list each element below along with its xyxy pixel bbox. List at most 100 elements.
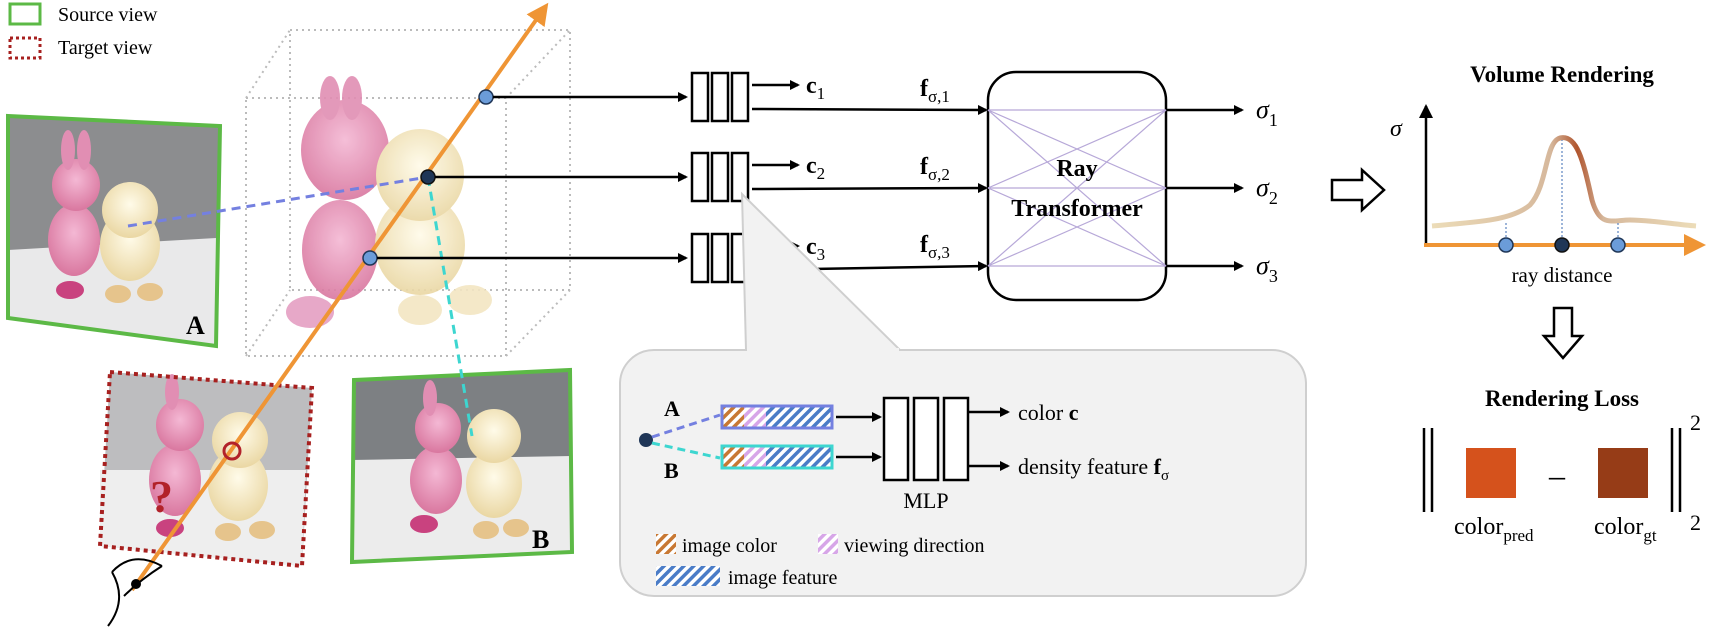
rendering-sample-1 xyxy=(1498,237,1514,253)
source-view-a-label: A xyxy=(186,311,205,340)
source-view-b-frame xyxy=(349,367,575,565)
ground-truth-color-swatch xyxy=(1598,448,1648,498)
density-feature-label-2: fσ,2 xyxy=(920,154,950,184)
feature-block-3-cell-2 xyxy=(710,232,730,284)
camera-ray xyxy=(130,2,549,592)
token-b-feature-part xyxy=(766,446,832,468)
density-feature-label-1: fσ,1 xyxy=(920,76,950,106)
sigma-output-label-3: σ3 xyxy=(1256,251,1278,286)
feature-block-2-cell-1 xyxy=(690,151,710,203)
mlp-detail-callout: A B MLP color c density feature fσ xyxy=(619,191,1307,597)
token-a-direction-part xyxy=(744,406,766,428)
color-output-label-3: c3 xyxy=(806,234,825,264)
projection-line-b xyxy=(426,176,474,437)
target-view-query-mark: ? xyxy=(150,471,173,522)
source-view-b: B xyxy=(349,367,575,565)
mlp-color-output: color c xyxy=(1018,400,1079,425)
density-curve xyxy=(1431,135,1697,229)
sample-point-2 xyxy=(420,169,436,185)
feature-row-1: c1 fσ,1 xyxy=(690,71,988,123)
volume-rendering-title: Volume Rendering xyxy=(1470,62,1654,87)
target-view: ? xyxy=(97,369,315,569)
rendering-loss-title: Rendering Loss xyxy=(1485,386,1639,411)
detail-link-b xyxy=(651,441,721,460)
source-view-legend-label: Source view xyxy=(58,4,158,26)
source-view-b-toys xyxy=(410,380,529,539)
loss-minus-sign: – xyxy=(1548,457,1566,493)
token-a-color-part xyxy=(722,406,744,428)
density-feature-arrow-1 xyxy=(751,104,988,115)
ray-transformer-label-line1: Ray xyxy=(1056,156,1097,182)
color-output-label-2: c2 xyxy=(806,153,825,183)
mlp-block xyxy=(882,396,970,482)
token-b-border xyxy=(720,444,834,470)
target-view-swatch xyxy=(8,36,42,60)
to-volume-rendering-arrow xyxy=(1330,167,1386,213)
target-pixel-marker xyxy=(222,441,242,461)
feature-block-1-cell-1 xyxy=(690,71,710,123)
token-legend: image color viewing direction image feat… xyxy=(656,534,985,589)
projection-line-a xyxy=(127,175,429,228)
detail-sample-point xyxy=(639,433,653,447)
feature-block-2-cell-3 xyxy=(730,151,750,203)
detail-input-b-label: B xyxy=(664,458,679,483)
token-b xyxy=(720,444,834,470)
feature-block-3-cell-1 xyxy=(690,232,710,284)
sigma-output-label-2: σ2 xyxy=(1256,173,1278,208)
feature-block-1-cell-3 xyxy=(730,71,750,123)
rendering-loss-panel: Rendering Loss – 2 2 colorpred colorgt xyxy=(1422,386,1701,545)
source-view-a-toys xyxy=(48,130,163,303)
volume-rendering-panel: Volume Rendering σ ray distance xyxy=(1390,62,1706,287)
source-view-a-frame xyxy=(6,113,223,349)
volume-rendering-x-axis-label: ray distance xyxy=(1512,263,1613,287)
rendering-sample-3 xyxy=(1610,237,1626,253)
legend-image-feature-label: image feature xyxy=(728,567,837,589)
loss-exponent: 2 xyxy=(1690,410,1701,435)
source-view-a: A xyxy=(6,113,223,349)
density-feature-label-3: fσ,3 xyxy=(920,232,950,262)
camera-eye-icon xyxy=(107,558,163,627)
feature-block-1-cell-2 xyxy=(710,71,730,123)
detail-link-a xyxy=(651,413,721,439)
target-view-legend-label: Target view xyxy=(58,37,153,59)
density-feature-arrow-2 xyxy=(751,183,988,194)
token-b-color-part xyxy=(722,446,744,468)
sample-point-1 xyxy=(478,89,494,105)
predicted-color-label: colorpred xyxy=(1454,514,1534,545)
legend-image-color-label: image color xyxy=(682,535,777,557)
feature-row-3: c3 fσ,3 xyxy=(690,232,988,284)
loss-norm-subscript: 2 xyxy=(1690,510,1701,535)
rendering-sample-2 xyxy=(1554,237,1570,253)
legend-image-feature-swatch xyxy=(656,566,720,586)
mlp-density-output: density feature fσ xyxy=(1018,454,1169,484)
color-output-label-1: c1 xyxy=(806,73,825,103)
to-rendering-loss-arrow xyxy=(1541,306,1585,360)
scene-toys xyxy=(286,76,492,328)
legend-viewing-direction-label: viewing direction xyxy=(844,535,985,557)
source-view-swatch xyxy=(8,2,42,26)
token-a-feature-part xyxy=(766,406,832,428)
feature-row-2: c2 fσ,2 xyxy=(690,151,988,203)
ray-transformer: Ray Transformer xyxy=(986,70,1168,302)
attention-lines xyxy=(987,109,1167,267)
scene-bounding-box xyxy=(245,29,571,357)
token-a-border xyxy=(720,404,834,430)
legend-image-color-swatch xyxy=(656,534,676,554)
view-legend: Source view Target view xyxy=(8,2,158,60)
detail-input-a-label: A xyxy=(664,396,680,421)
token-b-direction-part xyxy=(744,446,766,468)
mlp-label: MLP xyxy=(903,488,948,513)
legend-viewing-direction-swatch xyxy=(818,534,838,554)
feature-block-2-cell-2 xyxy=(710,151,730,203)
ground-truth-color-label: colorgt xyxy=(1594,514,1657,545)
sigma-output-label-1: σ1 xyxy=(1256,95,1278,130)
predicted-color-swatch xyxy=(1466,448,1516,498)
ray-transformer-label-line2: Transformer xyxy=(1011,196,1143,222)
sample-point-3 xyxy=(362,250,378,266)
target-view-frame xyxy=(97,369,315,569)
token-a xyxy=(720,404,834,430)
volume-rendering-y-axis-label: σ xyxy=(1390,116,1403,142)
source-view-b-label: B xyxy=(532,525,549,554)
